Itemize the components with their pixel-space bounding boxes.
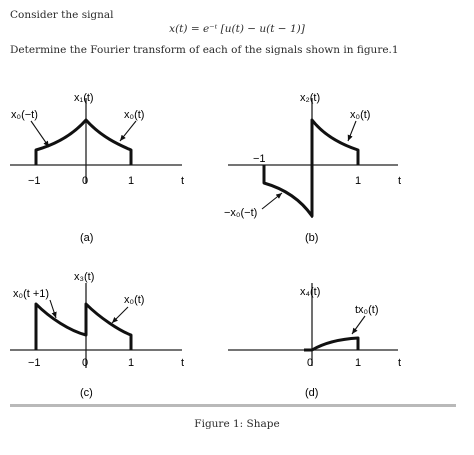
panel-b-curve: [262, 118, 360, 218]
panel-b-tick-1: 1: [355, 175, 361, 187]
panel-b: x₂(t) x₀(t) −1 1 t −x₀(−t) (b): [224, 92, 401, 244]
problem-task: Determine the Fourier transform of each …: [10, 44, 399, 56]
figure-caption: Figure 1: Shape: [194, 418, 280, 430]
panel-b-bottom-annotation: −x₀(−t): [224, 207, 257, 219]
panel-c-label: (c): [80, 387, 93, 399]
panel-a-curve: [34, 118, 133, 165]
panel-b-axis-label: t: [398, 175, 401, 187]
panel-a-right-pointer: [119, 120, 137, 142]
panel-a-label: (a): [80, 232, 93, 244]
panel-d-tick-0: 0: [307, 357, 313, 369]
panel-a-axis-label: t: [181, 175, 184, 187]
panel-a-tick-neg1: −1: [28, 175, 41, 187]
panel-c-tick-0: 0: [82, 357, 88, 369]
panel-a: x₁(t) x₀(−t) x₀(t) −1 0 1 t (a): [10, 92, 184, 244]
panel-b-bottom-pointer: [261, 192, 283, 210]
panel-a-tick-0: 0: [82, 175, 88, 187]
panel-a-title: x₁(t): [74, 92, 94, 104]
panel-c-title: x₃(t): [74, 271, 94, 283]
panel-c: x₃(t) x₀(t +1) x₀(t) −1 0 1 t (c): [10, 271, 184, 399]
panel-b-label: (b): [305, 232, 318, 244]
panel-c-left-pointer: [49, 299, 57, 319]
panel-b-tick-neg1: −1: [253, 153, 266, 165]
panel-d-tick-1: 1: [355, 357, 361, 369]
panel-a-left-pointer: [30, 120, 50, 148]
panel-d-title: x₄(t): [300, 286, 320, 298]
panel-a-tick-1: 1: [128, 175, 134, 187]
panel-c-right-annotation: x₀(t): [124, 294, 144, 306]
panel-d-annotation: tx₀(t): [355, 304, 379, 316]
panel-d-pointer: [351, 315, 366, 335]
panel-c-left-annotation: x₀(t +1): [13, 288, 49, 300]
divider-rule: [10, 404, 456, 407]
panel-c-right-pointer: [111, 306, 129, 324]
problem-intro: Consider the signal: [10, 9, 114, 21]
panel-b-title: x₂(t): [300, 92, 320, 104]
panel-b-right-pointer: [347, 120, 357, 142]
panel-d-label: (d): [305, 387, 318, 399]
panel-d-curve: [304, 336, 360, 352]
panel-c-tick-neg1: −1: [28, 357, 41, 369]
panel-d-axis-label: t: [398, 357, 401, 369]
panel-b-right-annotation: x₀(t): [350, 109, 370, 121]
signal-equation: x(t) = e⁻ᵗ [u(t) − u(t − 1)]: [169, 23, 305, 35]
panel-c-axis-label: t: [181, 357, 184, 369]
panel-c-tick-1: 1: [128, 357, 134, 369]
panel-d: x₄(t) tx₀(t) 0 1 t (d): [228, 283, 401, 399]
panel-a-left-annotation: x₀(−t): [11, 109, 38, 121]
panel-a-right-annotation: x₀(t): [124, 109, 144, 121]
panel-c-curve: [34, 302, 133, 350]
